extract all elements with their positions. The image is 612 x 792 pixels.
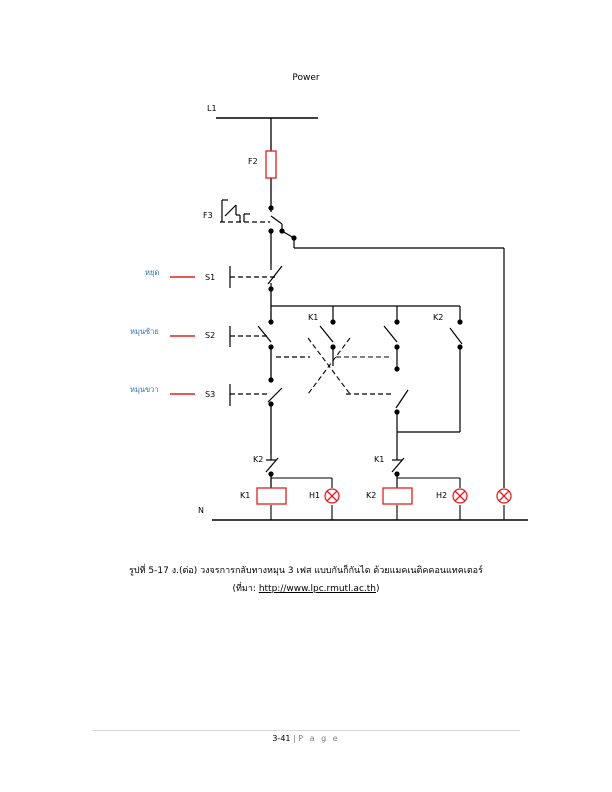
- label-h2: H2: [436, 491, 447, 500]
- label-k1-interlock: K1: [374, 455, 384, 464]
- overload-relay-f3: [220, 199, 505, 488]
- label-k2-holding: K2: [433, 313, 443, 322]
- label-n: N: [198, 506, 204, 515]
- interlock-contact-k1: [391, 455, 405, 477]
- label-k1-holding: K1: [308, 313, 318, 322]
- label-s3: S3: [205, 390, 215, 399]
- main-wire: [270, 118, 460, 488]
- lamp-h2: [452, 488, 468, 504]
- label-h1: H1: [309, 491, 320, 500]
- source-prefix: (ที่มา:: [232, 584, 259, 594]
- coil-k1: [256, 487, 287, 505]
- coil-k2: [382, 487, 413, 505]
- mechanical-interlock: [307, 337, 392, 395]
- side-label-stop: หยุด: [145, 268, 159, 277]
- label-f2: F2: [248, 157, 258, 166]
- figure-source: (ที่มา: http://www.lpc.rmutl.ac.th): [0, 581, 612, 595]
- left-switch-s2: [229, 319, 310, 358]
- lamp-links: [270, 477, 505, 520]
- page-word: P a g e: [298, 734, 340, 743]
- footer-separator: |: [293, 734, 296, 743]
- footer-divider: [92, 730, 520, 731]
- label-k2-interlock: K2: [253, 455, 263, 464]
- label-s2: S2: [205, 331, 215, 340]
- stop-switch-s1: [229, 264, 283, 292]
- page-number: 3-41: [272, 734, 291, 743]
- lamp-h1: [324, 488, 340, 504]
- fuse-f2: [265, 150, 277, 179]
- holding-contact-k1: [319, 306, 336, 366]
- side-label-right: หมุนขวา: [130, 385, 159, 394]
- label-coil-k2: K2: [366, 491, 376, 500]
- label-s1: S1: [205, 273, 215, 282]
- label-l1: L1: [207, 104, 217, 113]
- label-coil-k1: K1: [240, 491, 250, 500]
- right-switch-s3: [229, 377, 409, 415]
- lamp-overload: [496, 488, 512, 504]
- side-label-left: หมุนซ้าย: [130, 327, 159, 336]
- label-f3: F3: [203, 211, 213, 220]
- source-link[interactable]: http://www.lpc.rmutl.ac.th: [258, 584, 376, 594]
- source-suffix: ): [375, 584, 380, 594]
- diagram-title: Power: [292, 73, 320, 83]
- right-branch-wire: [383, 306, 463, 488]
- figure-caption: รูปที่ 5-17 ง.(ต่อ) วงจรการกลับทางหมุน 3…: [129, 566, 483, 576]
- interlock-contact-k2: [265, 455, 279, 477]
- page-footer: 3-41 | P a g e: [0, 734, 612, 743]
